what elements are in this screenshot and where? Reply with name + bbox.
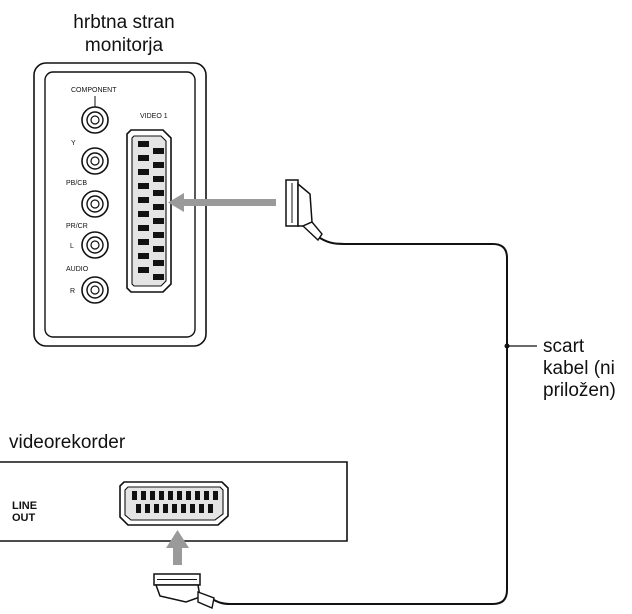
scart-pin xyxy=(138,169,149,175)
scart-plug-vcr xyxy=(153,573,215,609)
jack-pr-cr-label: PR/CR xyxy=(66,223,88,230)
jack-y xyxy=(81,106,109,134)
scart-pin xyxy=(204,491,209,500)
scart-pin xyxy=(199,504,204,513)
scart-pin xyxy=(172,504,177,513)
scart-pin xyxy=(138,267,149,273)
scart-pin xyxy=(153,204,164,210)
scart-pin xyxy=(138,239,149,245)
scart-pin xyxy=(153,162,164,168)
scart-pin xyxy=(190,504,195,513)
scart-pin xyxy=(138,253,149,259)
jack-pb-cb xyxy=(81,147,109,175)
scart-pin xyxy=(153,274,164,280)
scart-pin xyxy=(138,183,149,189)
scart-pin xyxy=(136,504,141,513)
jack-pb-cb-label: PB/CB xyxy=(66,180,87,187)
scart-plug-monitor xyxy=(285,179,323,242)
vcr-scart-socket xyxy=(119,481,229,526)
line-label: LINE xyxy=(12,500,37,512)
scart-pin xyxy=(154,504,159,513)
scart-pin xyxy=(153,232,164,238)
video1-label: VIDEO 1 xyxy=(140,113,168,120)
monitor-title-line2: monitorja xyxy=(85,35,164,56)
jack-r xyxy=(81,276,109,304)
jack-l-label: L xyxy=(70,243,74,250)
scart-pin xyxy=(138,225,149,231)
scart-pin xyxy=(213,491,218,500)
audio-label: AUDIO xyxy=(66,266,89,273)
scart-pin xyxy=(153,148,164,154)
scart-pin xyxy=(208,504,213,513)
scart-pin xyxy=(177,491,182,500)
scart-pin xyxy=(153,190,164,196)
scart-pin xyxy=(181,504,186,513)
insert-arrow-monitor xyxy=(168,193,276,212)
jack-y-label: Y xyxy=(71,140,76,147)
scart-pin xyxy=(138,141,149,147)
scart-pin xyxy=(186,491,191,500)
scart-pin xyxy=(195,491,200,500)
jack-l xyxy=(81,231,109,259)
scart-pin xyxy=(159,491,164,500)
scart-pin xyxy=(153,176,164,182)
scart-pin xyxy=(141,491,146,500)
scart-pin xyxy=(153,246,164,252)
scart-pin xyxy=(132,491,137,500)
scart-pin xyxy=(150,491,155,500)
cable-label-line1: scart xyxy=(543,336,585,357)
monitor-scart-socket xyxy=(126,129,172,293)
scart-cable xyxy=(213,237,508,605)
out-label: OUT xyxy=(12,512,36,524)
scart-pin xyxy=(163,504,168,513)
scart-pin xyxy=(138,155,149,161)
jack-r-label: R xyxy=(70,288,75,295)
scart-pin xyxy=(145,504,150,513)
cable-label-line3: priložen) xyxy=(543,380,616,401)
scart-pin xyxy=(153,260,164,266)
jack-pr-cr xyxy=(81,190,109,218)
vcr-title: videorekorder xyxy=(9,432,126,453)
scart-pin xyxy=(168,491,173,500)
scart-pin xyxy=(138,197,149,203)
cable-label-line2: kabel (ni xyxy=(543,358,615,379)
scart-pin xyxy=(138,211,149,217)
component-label: COMPONENT xyxy=(71,87,117,94)
scart-pin xyxy=(153,218,164,224)
monitor-title-line1: hrbtna stran xyxy=(73,12,174,33)
insert-arrow-vcr xyxy=(166,530,189,565)
